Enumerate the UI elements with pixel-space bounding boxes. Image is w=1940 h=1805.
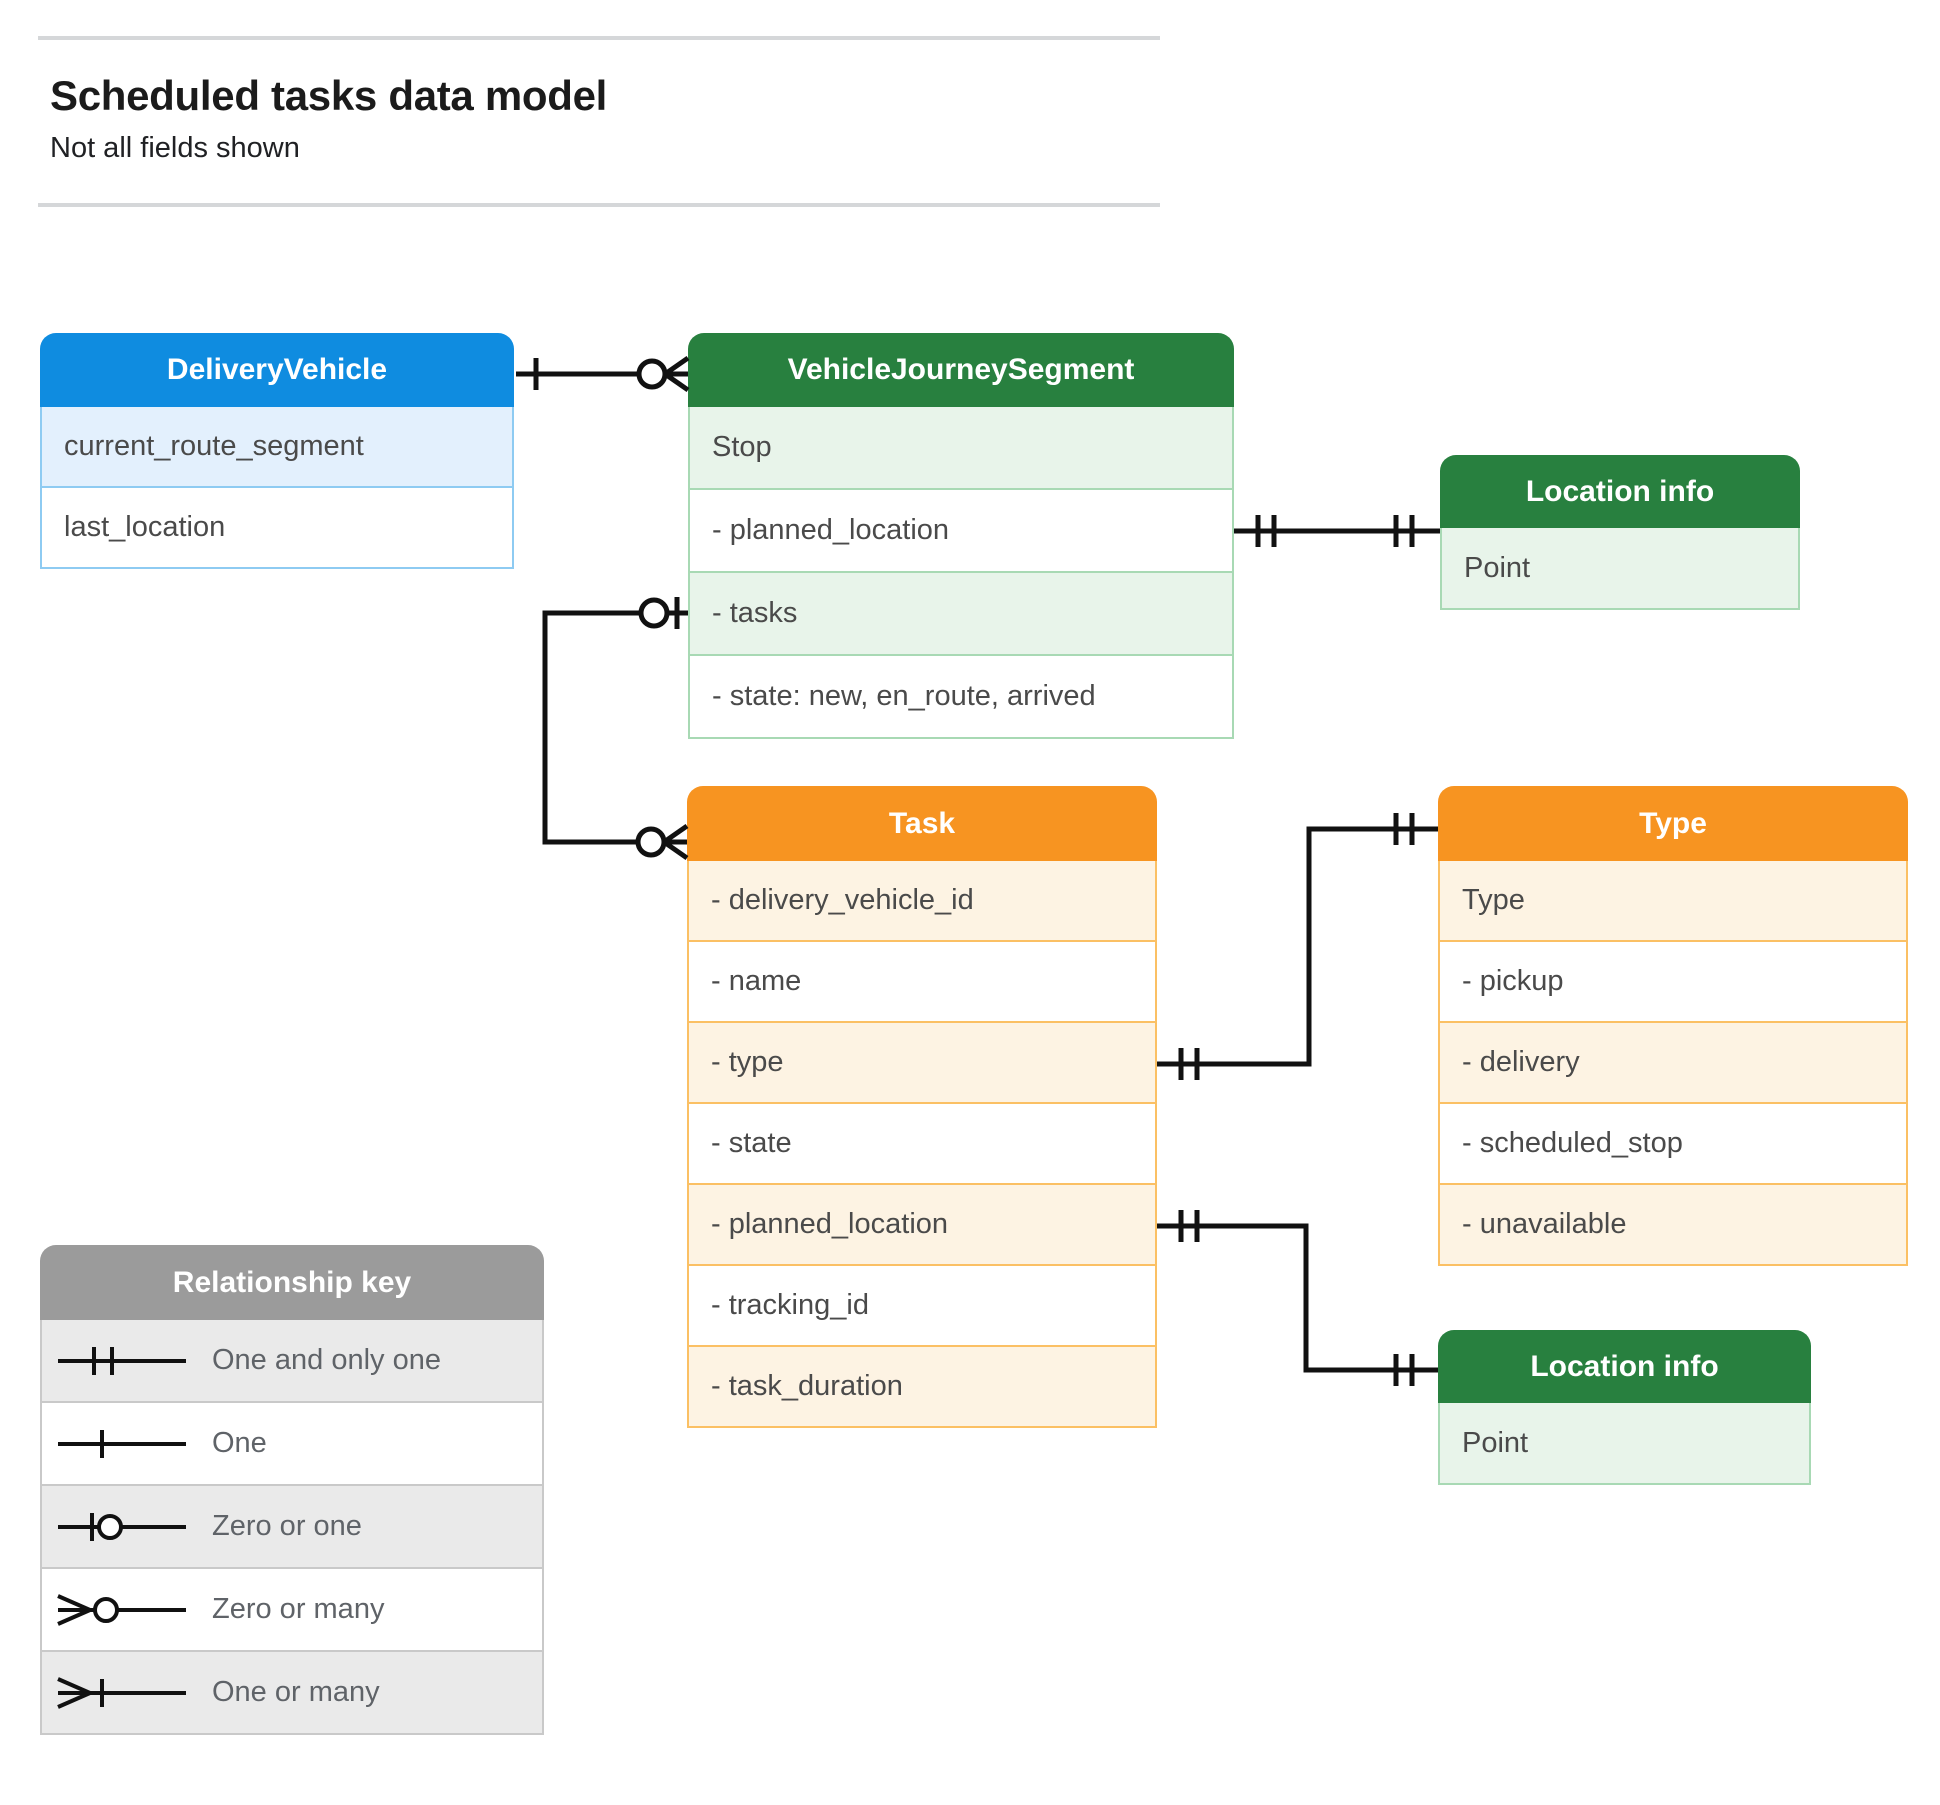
header-divider-bottom (38, 203, 1160, 207)
field-point-bottom[interactable]: Point (1438, 1403, 1811, 1485)
field-state-task[interactable]: - state (687, 1104, 1157, 1185)
entity-location-info-top[interactable]: Location info Point (1440, 455, 1800, 610)
field-unavailable[interactable]: - unavailable (1438, 1185, 1908, 1266)
legend-label-zero-or-many: Zero or many (212, 1593, 385, 1625)
connector-vjs-tasks-task (542, 597, 689, 861)
field-scheduled-stop[interactable]: - scheduled_stop (1438, 1104, 1908, 1185)
one-icon (42, 1403, 202, 1484)
legend-label-one: One (212, 1427, 267, 1459)
connector-task-plannedlocation-locationinfo (1157, 1210, 1438, 1386)
legend-item-one-and-only-one: One and only one (40, 1320, 544, 1403)
zero-or-one-icon (42, 1486, 202, 1567)
field-tasks[interactable]: - tasks (688, 573, 1234, 656)
field-stop[interactable]: Stop (688, 407, 1234, 490)
field-last-location[interactable]: last_location (40, 488, 514, 569)
entity-delivery-vehicle-title: DeliveryVehicle (40, 333, 514, 407)
field-pickup[interactable]: - pickup (1438, 942, 1908, 1023)
connector-vjs-plannedlocation-locationinfo (1234, 515, 1440, 547)
entity-location-info-bottom[interactable]: Location info Point (1438, 1330, 1811, 1485)
field-planned-location-task[interactable]: - planned_location (687, 1185, 1157, 1266)
field-point-top[interactable]: Point (1440, 528, 1800, 610)
legend-item-zero-or-one: Zero or one (40, 1486, 544, 1569)
legend-item-one: One (40, 1403, 544, 1486)
field-type[interactable]: - type (687, 1023, 1157, 1104)
legend-title: Relationship key (40, 1245, 544, 1320)
field-planned-location[interactable]: - planned_location (688, 490, 1234, 573)
field-delivery[interactable]: - delivery (1438, 1023, 1908, 1104)
legend-item-one-or-many: One or many (40, 1652, 544, 1735)
page-title: Scheduled tasks data model (50, 72, 608, 119)
one-and-only-one-icon (42, 1320, 202, 1401)
entity-location-info-bottom-title: Location info (1438, 1330, 1811, 1403)
field-task-duration[interactable]: - task_duration (687, 1347, 1157, 1428)
page-subtitle: Not all fields shown (50, 132, 300, 164)
legend-relationship-key[interactable]: Relationship key One and only one One (40, 1245, 544, 1735)
connector-deliveryvehicle-vehiclejourneysegment (516, 355, 690, 393)
entity-vehicle-journey-segment-title: VehicleJourneySegment (688, 333, 1234, 407)
field-name[interactable]: - name (687, 942, 1157, 1023)
header-divider-top (38, 36, 1160, 40)
field-current-route-segment[interactable]: current_route_segment (40, 407, 514, 488)
entity-delivery-vehicle[interactable]: DeliveryVehicle current_route_segment la… (40, 333, 514, 569)
entity-type-title: Type (1438, 786, 1908, 861)
one-or-many-icon (42, 1652, 202, 1733)
legend-item-zero-or-many: Zero or many (40, 1569, 544, 1652)
entity-type[interactable]: Type Type - pickup - delivery - schedule… (1438, 786, 1908, 1266)
zero-or-many-icon (42, 1569, 202, 1650)
entity-task-title: Task (687, 786, 1157, 861)
field-delivery-vehicle-id[interactable]: - delivery_vehicle_id (687, 861, 1157, 942)
legend-label-one-or-many: One or many (212, 1676, 380, 1708)
connector-task-type-type (1157, 813, 1438, 1080)
field-type-value[interactable]: Type (1438, 861, 1908, 942)
field-tracking-id[interactable]: - tracking_id (687, 1266, 1157, 1347)
entity-vehicle-journey-segment[interactable]: VehicleJourneySegment Stop - planned_loc… (688, 333, 1234, 739)
field-state[interactable]: - state: new, en_route, arrived (688, 656, 1234, 739)
entity-location-info-top-title: Location info (1440, 455, 1800, 528)
legend-label-zero-or-one: Zero or one (212, 1510, 362, 1542)
entity-task[interactable]: Task - delivery_vehicle_id - name - type… (687, 786, 1157, 1428)
legend-label-one-and-only-one: One and only one (212, 1344, 441, 1376)
